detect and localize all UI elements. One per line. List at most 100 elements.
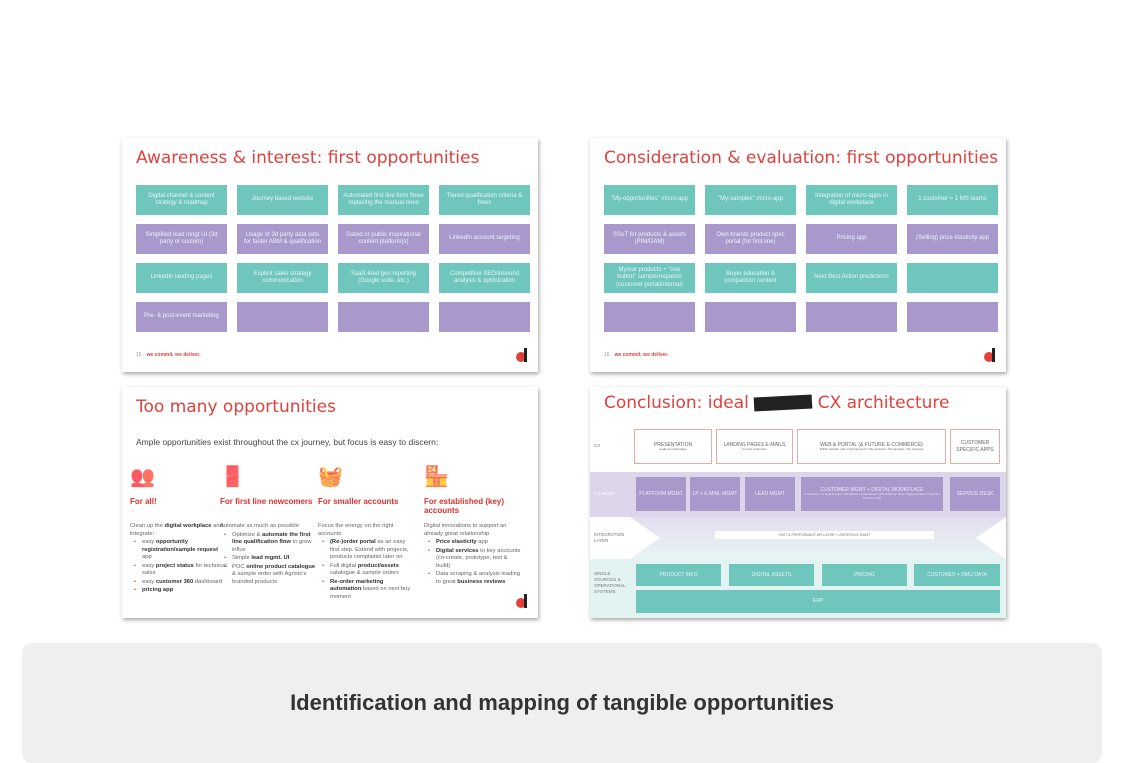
logo-icon bbox=[516, 594, 528, 608]
source-box: PRODUCT INFO bbox=[636, 564, 721, 586]
column-bullet: easy customer 360 dashboard bbox=[134, 579, 228, 587]
opportunity-box bbox=[705, 302, 796, 332]
slide-consideration: Consideration & evaluation: first opport… bbox=[590, 138, 1006, 372]
column-bullet: pricing app bbox=[134, 587, 228, 595]
opportunity-grid: "My-opportunities" micro-app "My-samples"… bbox=[604, 185, 998, 332]
opportunity-box: SSoT for products & assets (PIM/DAM) bbox=[604, 224, 695, 254]
slide-too-many: Too many opportunities Ample opportuniti… bbox=[122, 387, 538, 618]
column-bullet: POC online product catalogue & sample or… bbox=[224, 564, 318, 587]
slide-title: Awareness & interest: first opportunitie… bbox=[136, 148, 480, 168]
slide-title: Conclusion: ideal CX architecture bbox=[604, 393, 950, 413]
layer-label-cx: CX bbox=[594, 443, 601, 448]
source-box: PRICING bbox=[822, 564, 907, 586]
opportunity-box: Gated or public inspirational content pl… bbox=[338, 224, 429, 254]
opportunity-box: My/our products + "one button" sample/re… bbox=[604, 263, 695, 293]
column-bullet: Data scraping & analysis leading to grea… bbox=[428, 571, 522, 586]
slide-architecture: Conclusion: ideal CX architecture CX CX … bbox=[590, 387, 1006, 618]
column-bullet: easy project status for technical sales bbox=[134, 563, 228, 578]
opportunity-box: Pricing app bbox=[806, 224, 897, 254]
opportunity-box bbox=[439, 302, 530, 332]
column-bullet: Full digital product/assets catalogue & … bbox=[322, 563, 416, 578]
source-box: CUSTOMER + DMU DATA bbox=[914, 564, 1000, 586]
column-bullet: Digital services to key accounts (co-cre… bbox=[428, 548, 522, 571]
slide-awareness: Awareness & interest: first opportunitie… bbox=[122, 138, 538, 372]
focus-column: 👥 For all! Clean up the digital workplac… bbox=[130, 465, 228, 595]
column-intro: Digital innovations to support an alread… bbox=[424, 523, 507, 537]
layer-label-integration: INTEGRATION LAYER bbox=[594, 532, 625, 543]
logo-icon bbox=[984, 348, 996, 362]
mgmt-layer-box: SERVICE DESK bbox=[950, 477, 1000, 511]
tagline: we commit. we deliver. bbox=[146, 352, 201, 358]
opportunity-box: "My-samples" micro-app bbox=[705, 185, 796, 215]
column-bullet: Simple lead mgmt. UI bbox=[224, 555, 318, 563]
opportunity-box: Journey based website bbox=[237, 185, 328, 215]
slide-footer: 15 we commit. we deliver. bbox=[136, 352, 200, 358]
opportunity-box: Next Best Action predictions bbox=[806, 263, 897, 293]
page-number: 15 bbox=[136, 352, 142, 358]
column-heading: For established (key) accounts bbox=[424, 497, 505, 516]
opportunity-box: Own brands product spec portal (for firs… bbox=[705, 224, 796, 254]
opportunity-box: "My-opportunities" micro-app bbox=[604, 185, 695, 215]
slide-title: Consideration & evaluation: first opport… bbox=[604, 148, 999, 168]
opportunity-box: Buyer education & comparison content bbox=[705, 263, 796, 293]
slide-lead: Ample opportunities exist throughout the… bbox=[136, 437, 439, 447]
column-intro: Automate as much as possible bbox=[220, 523, 299, 529]
store-icon: 🏪 bbox=[424, 466, 449, 488]
column-bullet: Price elasticity app bbox=[428, 539, 522, 547]
opportunity-box: SaaS-lead gen reporting (Google suite, e… bbox=[338, 263, 429, 293]
column-bullet: Re-order marketing automation based on n… bbox=[322, 579, 416, 602]
opportunity-grid: Digital channel & content strategy & roa… bbox=[136, 185, 530, 332]
opportunity-box: Explicit sales strategy communication bbox=[237, 263, 328, 293]
page-number: 16 bbox=[604, 352, 610, 358]
title-part: Conclusion: ideal bbox=[604, 393, 749, 413]
opportunity-box: Tiered qualification criteria & flows bbox=[439, 185, 530, 215]
opportunity-box bbox=[907, 302, 998, 332]
column-intro: Clean up the digital workplace and integ… bbox=[130, 523, 223, 537]
mgmt-layer-box: LEAD MGMT bbox=[745, 477, 795, 511]
column-bullet: (Re-)order portal as an easy first step.… bbox=[322, 539, 416, 562]
title-part: CX architecture bbox=[817, 393, 950, 413]
layer-label-sources: SINGLE SOURCES & OPERATIONAL SYSTEMS bbox=[594, 571, 626, 594]
cx-layer-box: WEB & PORTAL (& FUTURE E-COMMERCE)Public… bbox=[797, 429, 946, 464]
focus-column: 🏪 For established (key) accounts Digital… bbox=[424, 465, 522, 586]
cx-layer-box: CUSTOMER SPECIFIC APPS bbox=[950, 429, 1000, 464]
focus-column: 🚪 For first line newcomers Automate as m… bbox=[220, 465, 318, 586]
tagline: we commit. we deliver. bbox=[614, 352, 669, 358]
column-heading: For smaller accounts bbox=[318, 497, 399, 506]
column-heading: For all! bbox=[130, 497, 157, 506]
slide-footer: 16 we commit. we deliver. bbox=[604, 352, 668, 358]
opportunity-box: Digital channel & content strategy & roa… bbox=[136, 185, 227, 215]
opportunity-box bbox=[604, 302, 695, 332]
opportunity-box bbox=[237, 302, 328, 332]
opportunity-box: (Selling) price elasticity app bbox=[907, 224, 998, 254]
caption-panel: Identification and mapping of tangible o… bbox=[22, 643, 1102, 763]
opportunity-box bbox=[338, 302, 429, 332]
opportunity-box: Pre- & post-event marketing bbox=[136, 302, 227, 332]
people-icon: 👥 bbox=[130, 466, 155, 488]
door-icon: 🚪 bbox=[220, 466, 245, 488]
focus-column: 🧺 For smaller accounts Focus the energy … bbox=[318, 465, 416, 601]
source-box: DIGITAL ASSETS bbox=[729, 564, 814, 586]
layer-label-mgmt: CX MGMT bbox=[594, 491, 616, 496]
opportunity-box bbox=[806, 302, 897, 332]
opportunity-box: Competitive SEO/inbound analysis & optim… bbox=[439, 263, 530, 293]
opportunity-box: LinkedIn landing pages bbox=[136, 263, 227, 293]
opportunity-box: Automated first line form flows replacin… bbox=[338, 185, 429, 215]
column-intro: Focus the energy on the right accounts bbox=[318, 523, 394, 537]
column-bullet: Optimize & automate the first line quali… bbox=[224, 532, 318, 555]
basket-icon: 🧺 bbox=[318, 466, 343, 488]
slide-title: Too many opportunities bbox=[136, 397, 336, 417]
column-heading: For first line newcomers bbox=[220, 497, 313, 506]
opportunity-box bbox=[907, 263, 998, 293]
opportunity-box: Usage of 3d party data sets for faster A… bbox=[237, 224, 328, 254]
opportunity-box: Simplified lead mngt UI (3d party or cus… bbox=[136, 224, 227, 254]
opportunity-box: Integration of micro-apps in digital wor… bbox=[806, 185, 897, 215]
opportunity-box: LinkedIn account targeting bbox=[439, 224, 530, 254]
column-bullet: easy opportunity registration/sample req… bbox=[134, 539, 228, 562]
api-layer: FAST & PERFORMANT API LAYER + USER/ROLE … bbox=[715, 531, 934, 539]
redaction-bar bbox=[753, 394, 813, 412]
caption: Identification and mapping of tangible o… bbox=[290, 690, 834, 715]
